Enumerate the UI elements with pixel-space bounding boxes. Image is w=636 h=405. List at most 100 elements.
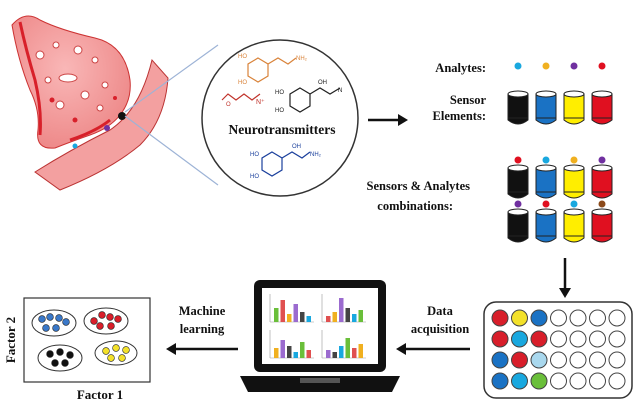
- synapse-illustration: [11, 15, 169, 191]
- well: [569, 351, 587, 369]
- well: [530, 372, 548, 390]
- mini-bar: [352, 348, 357, 358]
- cluster-point: [98, 311, 106, 319]
- well: [491, 330, 509, 348]
- combo-tube: [591, 208, 613, 243]
- well: [530, 309, 548, 327]
- combo-dot: [514, 156, 522, 164]
- mini-bar: [280, 300, 285, 322]
- mini-bar: [293, 304, 298, 322]
- combo-tube: [563, 208, 585, 243]
- cluster-point: [42, 324, 50, 332]
- mini-bar: [287, 346, 292, 358]
- combo-dot: [598, 156, 606, 164]
- arrow-to-sensors: [368, 114, 408, 126]
- factor-plot: [23, 297, 151, 383]
- combo-tube: [535, 208, 557, 243]
- well: [530, 351, 548, 369]
- combinations-label-1: Sensors & Analytes: [367, 179, 471, 193]
- sensor-elements-label-1: Sensor: [450, 93, 487, 107]
- well: [530, 330, 548, 348]
- combo-dot: [570, 156, 578, 164]
- data-acquisition-label-1: Data: [427, 304, 453, 318]
- svg-text:OH: OH: [318, 80, 327, 86]
- well: [569, 372, 587, 390]
- mini-bar: [306, 316, 311, 322]
- machine-learning-label-2: learning: [180, 322, 225, 336]
- well: [491, 351, 509, 369]
- well: [608, 351, 626, 369]
- cluster: [83, 307, 129, 335]
- analyte-dot: [514, 62, 522, 70]
- mini-bar: [274, 308, 279, 322]
- cluster-point: [38, 315, 46, 323]
- analyte-dots: [514, 62, 606, 70]
- cluster-point: [52, 324, 60, 332]
- well: [569, 330, 587, 348]
- norepinephrine-structure: [261, 151, 311, 177]
- svg-text:N: N: [338, 88, 342, 94]
- analyte-dot: [542, 62, 550, 70]
- svg-text:N⁺: N⁺: [256, 99, 265, 106]
- laptop: [240, 280, 400, 392]
- mini-bar: [345, 338, 350, 358]
- cluster-point: [96, 322, 104, 330]
- combo-dot: [542, 156, 550, 164]
- zoom-line-top: [124, 44, 219, 113]
- combo-dot: [570, 200, 578, 208]
- mini-chart: [321, 330, 366, 359]
- analytes-label: Analytes:: [435, 61, 486, 75]
- sensor-elements-label-2: Elements:: [433, 109, 486, 123]
- mini-bar: [339, 298, 344, 322]
- dopamine-structure: [247, 57, 297, 83]
- sensor-tube: [591, 90, 613, 125]
- well: [550, 330, 567, 348]
- laptop-screen-charts: [269, 294, 366, 359]
- cluster-point: [107, 322, 115, 330]
- mini-chart: [321, 294, 366, 323]
- mini-bar: [300, 342, 305, 358]
- mini-bar: [326, 316, 331, 322]
- acetylcholine-structure: [221, 93, 261, 101]
- sensor-tube: [563, 90, 585, 125]
- well: [589, 309, 606, 327]
- mini-bar: [358, 310, 363, 322]
- cluster-point: [102, 347, 110, 355]
- well: [491, 309, 509, 327]
- well: [608, 330, 626, 348]
- well: [511, 372, 528, 390]
- svg-text:HO: HO: [275, 108, 284, 114]
- cluster-point: [46, 350, 54, 358]
- mini-chart: [269, 294, 314, 323]
- cluster-point: [51, 359, 59, 367]
- mini-bar: [280, 340, 285, 358]
- svg-text:NH₂: NH₂: [296, 56, 308, 62]
- svg-text:OH: OH: [292, 144, 301, 150]
- combo-dot: [514, 200, 522, 208]
- cluster-point: [66, 351, 74, 359]
- cluster-point: [122, 346, 130, 354]
- mini-bar: [306, 350, 311, 358]
- well: [589, 330, 606, 348]
- analyte-dot: [570, 62, 578, 70]
- neurotransmitters-label: Neurotransmitters: [229, 122, 336, 137]
- cluster: [94, 340, 138, 366]
- svg-text:HO: HO: [250, 152, 259, 158]
- svg-text:O: O: [226, 102, 231, 108]
- cluster-point: [107, 354, 115, 362]
- well: [550, 309, 567, 327]
- sensor-element-tubes: [507, 90, 613, 125]
- combo-tube: [507, 208, 529, 243]
- mini-bar: [339, 346, 344, 358]
- mini-bar: [326, 350, 331, 358]
- combinations-label-2: combinations:: [377, 199, 453, 213]
- combo-tube: [507, 164, 529, 199]
- svg-text:HO: HO: [238, 80, 247, 86]
- cluster: [31, 309, 77, 337]
- neurotransmitters-circle: HO HO NH₂ O N⁺ HO HO OH N HO HO OH NH₂: [201, 39, 359, 197]
- mini-bar: [300, 312, 305, 322]
- mini-bar: [287, 314, 292, 322]
- cluster-point: [62, 318, 70, 326]
- cluster-point: [112, 344, 120, 352]
